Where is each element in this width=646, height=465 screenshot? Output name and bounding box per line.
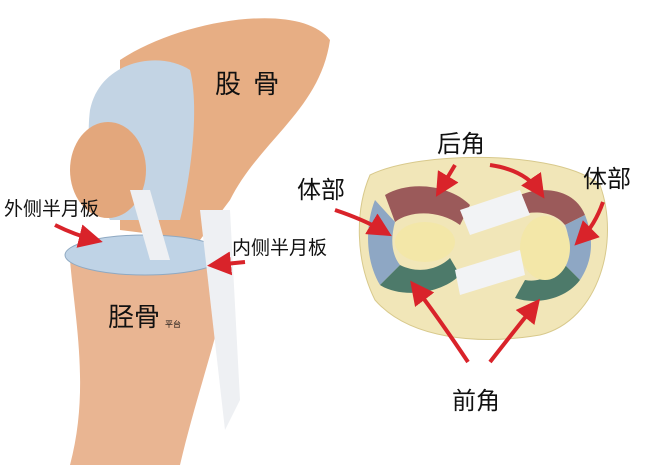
arrow-posterior-horn-right [489, 163, 545, 199]
arrow-medial-meniscus [207, 251, 246, 276]
meniscus-top-view [358, 156, 608, 340]
patella [70, 122, 146, 218]
label-body-left: 体部 [297, 176, 345, 204]
lateral-condyle-surface [395, 222, 455, 262]
medial-meniscus-anterior [515, 262, 580, 301]
arrow-anterior-horn-right [488, 298, 540, 364]
label-posterior-horn: 后角 [437, 130, 485, 158]
lateral-meniscus-anterior [380, 258, 460, 293]
label-medial-meniscus: 内侧半月板 [232, 237, 328, 259]
label-tibia: 胫骨 [108, 303, 161, 333]
label-lateral-meniscus: 外侧半月板 [4, 198, 100, 220]
arrow-anterior-horn-left [410, 280, 470, 364]
medial-meniscus-posterior [520, 190, 585, 225]
tibia-bone [70, 260, 230, 465]
label-tibial-plateau: 平台 [165, 320, 181, 329]
arrow-body-right [574, 201, 605, 246]
label-femur: 股 骨 [215, 70, 282, 100]
arrows [54, 163, 605, 364]
cruciate-ligament [455, 250, 525, 295]
arrow-body-left [334, 208, 392, 237]
label-body-right: 体部 [583, 165, 631, 193]
ligament [130, 190, 170, 260]
cruciate-ligament [460, 190, 530, 235]
arrow-posterior-horn-left [435, 163, 459, 197]
label-anterior-horn: 前角 [452, 387, 500, 415]
medial-condyle-surface [520, 216, 570, 280]
arrow-lateral-meniscus [54, 223, 103, 248]
